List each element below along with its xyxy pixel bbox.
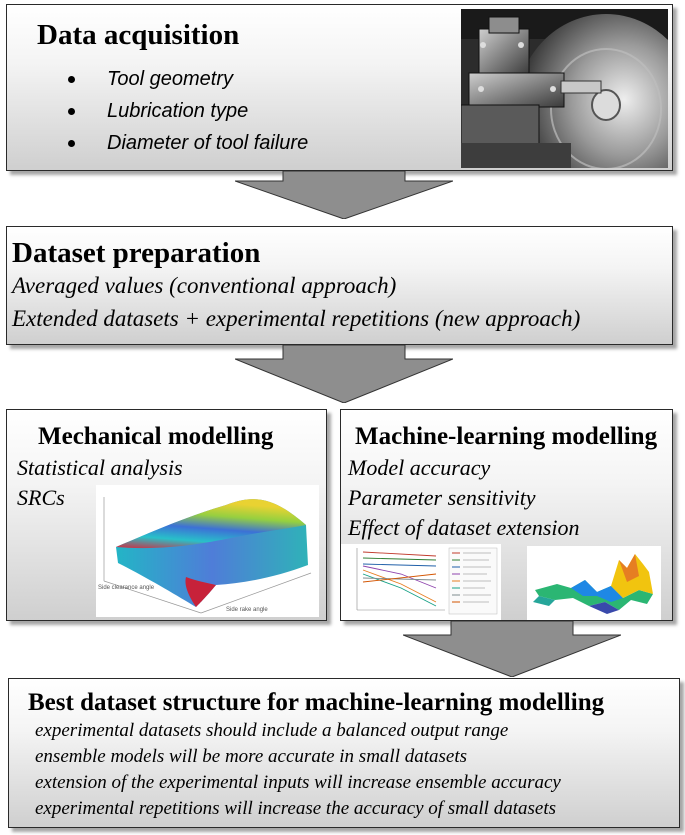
preparation-line: Extended datasets + experimental repetit… bbox=[12, 306, 581, 331]
data-acquisition-title: Data acquisition bbox=[37, 19, 240, 51]
svg-text:Side clearance angle: Side clearance angle bbox=[98, 585, 155, 591]
best-dataset-line: experimental repetitions will increase t… bbox=[35, 798, 556, 819]
ml-line: Model accuracy bbox=[348, 455, 491, 480]
surface-plot-thumbnail bbox=[527, 546, 661, 620]
lathe-photo bbox=[461, 9, 668, 168]
dataset-preparation-title: Dataset preparation bbox=[12, 237, 261, 269]
best-dataset-box: Best dataset structure for machine-learn… bbox=[8, 678, 680, 828]
down-arrow-3 bbox=[403, 621, 621, 677]
best-dataset-line: experimental datasets should include a b… bbox=[35, 720, 509, 741]
ml-line: Effect of dataset extension bbox=[348, 515, 580, 540]
list-item: Tool geometry bbox=[64, 63, 308, 95]
best-dataset-title: Best dataset structure for machine-learn… bbox=[28, 689, 605, 716]
down-arrow-1 bbox=[235, 171, 453, 219]
line-chart-thumbnail bbox=[341, 544, 501, 620]
data-acquisition-list: Tool geometry Lubrication type Diameter … bbox=[64, 63, 308, 159]
mechanical-line: Statistical analysis bbox=[17, 455, 183, 480]
ml-modelling-title: Machine-learning modelling bbox=[355, 423, 658, 450]
ml-modelling-box: Machine-learning modelling Model accurac… bbox=[340, 409, 673, 621]
list-item: Lubrication type bbox=[64, 95, 308, 127]
mechanical-line: SRCs bbox=[17, 485, 65, 510]
mechanical-modelling-title: Mechanical modelling bbox=[38, 423, 274, 450]
list-item: Diameter of tool failure bbox=[64, 127, 308, 159]
dataset-preparation-box: Dataset preparation Averaged values (con… bbox=[6, 226, 673, 345]
best-dataset-line: ensemble models will be more accurate in… bbox=[35, 746, 468, 767]
surface-plot: Side clearance angle Side rake angle bbox=[96, 485, 319, 617]
down-arrow-2 bbox=[235, 345, 453, 403]
preparation-line: Averaged values (conventional approach) bbox=[12, 273, 397, 298]
best-dataset-line: extension of the experimental inputs wil… bbox=[35, 772, 561, 793]
ml-line: Parameter sensitivity bbox=[348, 485, 536, 510]
svg-text:Side rake angle: Side rake angle bbox=[226, 607, 268, 613]
data-acquisition-box: Data acquisition Tool geometry Lubricati… bbox=[6, 4, 673, 171]
mechanical-modelling-box: Mechanical modelling Statistical analysi… bbox=[6, 409, 327, 621]
